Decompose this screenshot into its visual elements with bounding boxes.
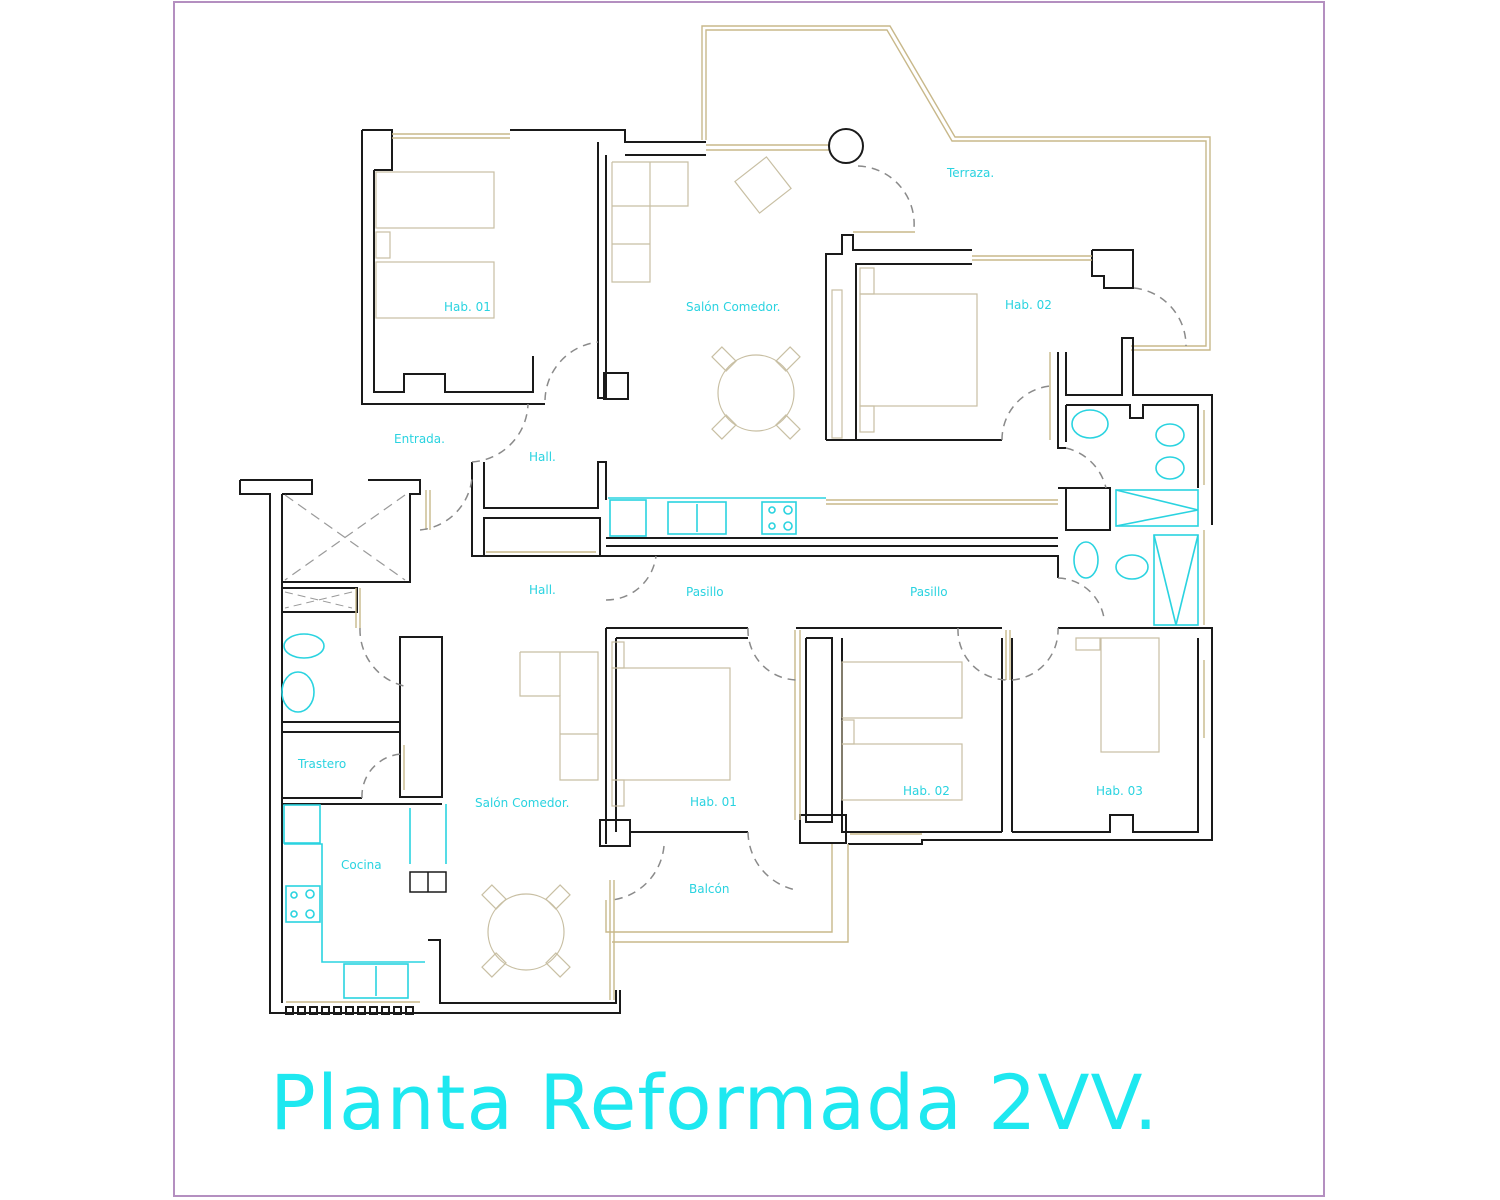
lower-unit-walls [239, 479, 1213, 1014]
doors [359, 165, 1187, 901]
drawing-frame [173, 1, 1325, 1197]
windows [286, 352, 1205, 1003]
label-lower-hab01: Hab. 01 [690, 795, 737, 809]
facade-hatch [285, 1006, 414, 1015]
label-lower-hab02: Hab. 02 [903, 784, 950, 798]
label-upper-hab02: Hab. 02 [1005, 298, 1052, 312]
label-lower-hall: Hall. [529, 583, 556, 597]
plan-title: Planta Reformada 2VV. [270, 1058, 1159, 1147]
label-trastero: Trastero [297, 757, 346, 771]
label-pasillo-2: Pasillo [910, 585, 948, 599]
terrace-railing [701, 25, 1211, 351]
label-lower-hab03: Hab. 03 [1096, 784, 1143, 798]
label-lower-salon: Salón Comedor. [475, 796, 569, 810]
upper-unit-walls [361, 128, 1213, 578]
label-cocina: Cocina [341, 858, 382, 872]
label-upper-salon: Salón Comedor. [686, 300, 780, 314]
plumbing-fixtures [281, 409, 1199, 999]
label-balcon: Balcón [689, 882, 729, 896]
furniture [284, 156, 1160, 1015]
label-pasillo-1: Pasillo [686, 585, 724, 599]
room-labels: Hab. 01 Salón Comedor. Terraza. Hab. 02 … [297, 166, 1143, 896]
label-entrada: Entrada. [394, 432, 445, 446]
label-upper-hab01: Hab. 01 [444, 300, 491, 314]
label-terraza: Terraza. [946, 166, 994, 180]
label-upper-hall: Hall. [529, 450, 556, 464]
